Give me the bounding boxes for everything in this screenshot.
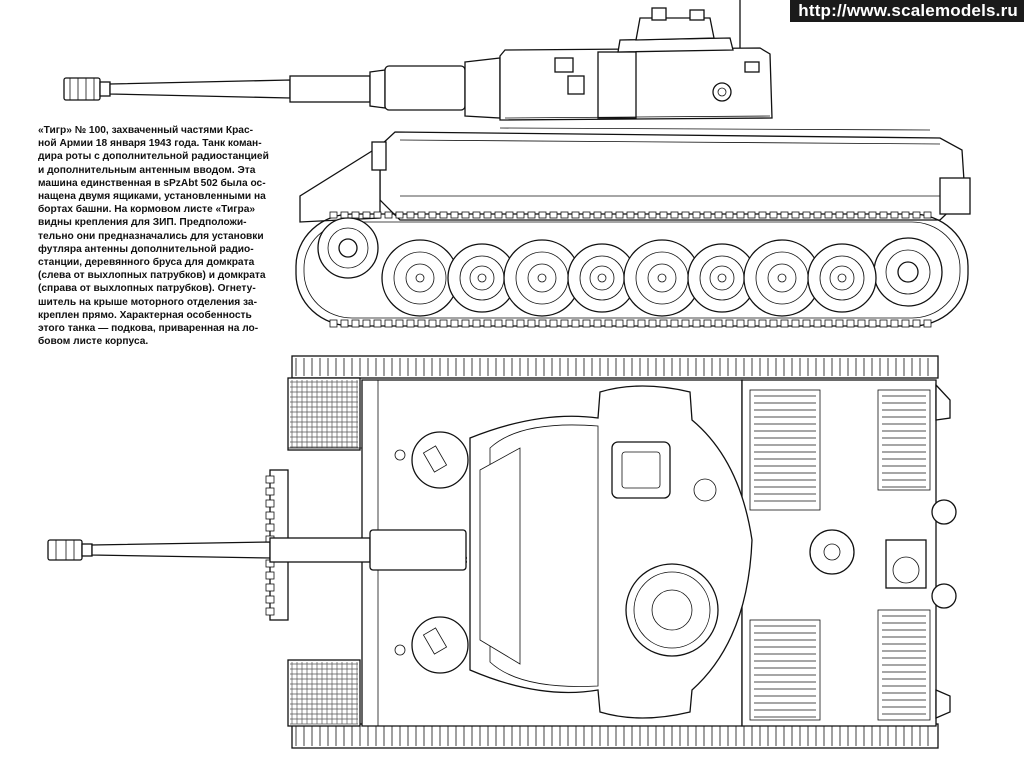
top-track-lower xyxy=(291,723,939,749)
hull-nose xyxy=(299,144,381,223)
caption-line: бортах башни. На кормовом листе «Тигра» xyxy=(38,204,256,216)
rear-fitting xyxy=(931,499,957,525)
caption-line: «Тигр» № 100, захваченный частями Крас- xyxy=(38,125,254,136)
caption-line: этого танка — подкова, приваренная на ло… xyxy=(38,323,259,335)
caption-line: креплен прямо. Характерная особенность xyxy=(38,309,252,321)
engine-deck-grilles xyxy=(749,389,931,721)
side-view xyxy=(63,0,971,328)
caption-line: (слева от выхлопных патрубков) и домкрат… xyxy=(38,270,266,282)
caption-line: (справа от выхлопных патрубков). Огнету- xyxy=(38,283,256,295)
caption-line: футляра антенны дополнительной радио- xyxy=(38,243,254,255)
track-top-links xyxy=(295,358,929,746)
commander-cupola xyxy=(617,37,734,53)
road-wheels xyxy=(381,239,877,317)
caption-line: станции, деревянного бруса для домкрата xyxy=(38,257,255,269)
top-gun xyxy=(47,529,467,571)
caption-line: бовом листе корпуса. xyxy=(38,336,149,348)
caption-line: машина единственная в sPzAbt 502 была ос… xyxy=(38,177,266,189)
caption-line: видны крепления для ЗИП. Предположи- xyxy=(38,217,247,229)
caption-line: и дополнительным антенным вводом. Эта xyxy=(38,164,256,176)
caption-line: тельно они предназначались для установки xyxy=(38,230,264,242)
mesh-box-lower xyxy=(287,659,361,727)
mesh-box-upper xyxy=(287,377,361,451)
side-gun xyxy=(63,65,466,111)
side-hull xyxy=(299,127,971,223)
caption-line: дира роты с дополнительной радиостанцией xyxy=(38,151,269,163)
top-track-upper xyxy=(291,355,939,379)
caption-line: шитель на крыше моторного отделения за- xyxy=(38,296,257,308)
top-turret: 88 xyxy=(460,385,753,719)
side-track xyxy=(295,211,969,328)
caption-text: «Тигр» № 100, захваченный частями Крас- … xyxy=(38,124,269,348)
fan-cover xyxy=(809,529,855,575)
gun-mantlet xyxy=(464,57,501,119)
top-view: 88 xyxy=(47,355,957,749)
watermark-url[interactable]: http://www.scalemodels.ru xyxy=(790,0,1024,22)
rear-fitting xyxy=(931,583,957,609)
side-turret xyxy=(499,7,773,121)
track-links xyxy=(329,211,932,328)
caption-line: нащена двумя ящиками, установленными на xyxy=(38,191,266,203)
caption-line: ной Армии 18 января 1943 года. Танк кома… xyxy=(38,138,262,150)
